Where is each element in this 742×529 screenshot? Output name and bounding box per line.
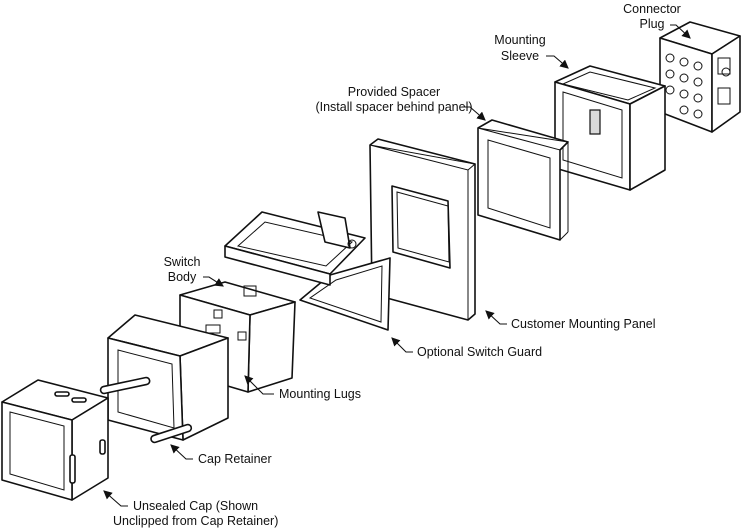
- label-customer-mounting-panel: Customer Mounting Panel: [485, 310, 656, 331]
- leader-arrow: [670, 24, 691, 39]
- leader-arrow: [546, 55, 569, 69]
- label-line: Switch: [164, 255, 201, 269]
- cap-retainer: [99, 314, 229, 444]
- label-line: (Install spacer behind panel): [315, 100, 472, 114]
- label-line: Mounting Lugs: [279, 387, 361, 401]
- mounting-sleeve: [554, 65, 666, 191]
- label-line: Mounting: [494, 33, 545, 47]
- label-line: Sleeve: [501, 49, 539, 63]
- leader-arrow: [391, 337, 413, 353]
- label-mounting-sleeve: Mounting Sleeve: [494, 33, 569, 69]
- optional-switch-guard: [224, 211, 391, 331]
- label-line: Unsealed Cap (Shown: [133, 499, 258, 513]
- unsealed-cap: [1, 379, 109, 501]
- label-line: Provided Spacer: [348, 85, 440, 99]
- label-optional-switch-guard: Optional Switch Guard: [391, 337, 542, 359]
- label-line: Optional Switch Guard: [417, 345, 542, 359]
- label-connector-plug: Connector Plug: [623, 2, 691, 39]
- label-mounting-lugs: Mounting Lugs: [244, 375, 361, 401]
- label-switch-body: Switch Body: [164, 255, 224, 287]
- label-unsealed-cap: Unsealed Cap (Shown Unclipped from Cap R…: [103, 490, 278, 528]
- provided-spacer: [477, 119, 570, 241]
- label-provided-spacer: Provided Spacer (Install spacer behind p…: [315, 85, 486, 121]
- label-cap-retainer: Cap Retainer: [170, 444, 272, 466]
- label-line: Plug: [639, 17, 664, 31]
- leader-arrow: [103, 490, 128, 507]
- leader-arrow: [170, 444, 193, 460]
- leader-arrow: [244, 375, 274, 395]
- leader-arrow: [203, 276, 224, 287]
- label-line: Customer Mounting Panel: [511, 317, 656, 331]
- label-line: Body: [168, 270, 197, 284]
- label-line: Unclipped from Cap Retainer): [113, 514, 278, 528]
- label-line: Connector: [623, 2, 681, 16]
- label-line: Cap Retainer: [198, 452, 272, 466]
- leader-arrow: [462, 106, 486, 121]
- connector-plug: [659, 21, 741, 133]
- leader-arrow: [485, 310, 507, 325]
- customer-mounting-panel: [369, 138, 477, 321]
